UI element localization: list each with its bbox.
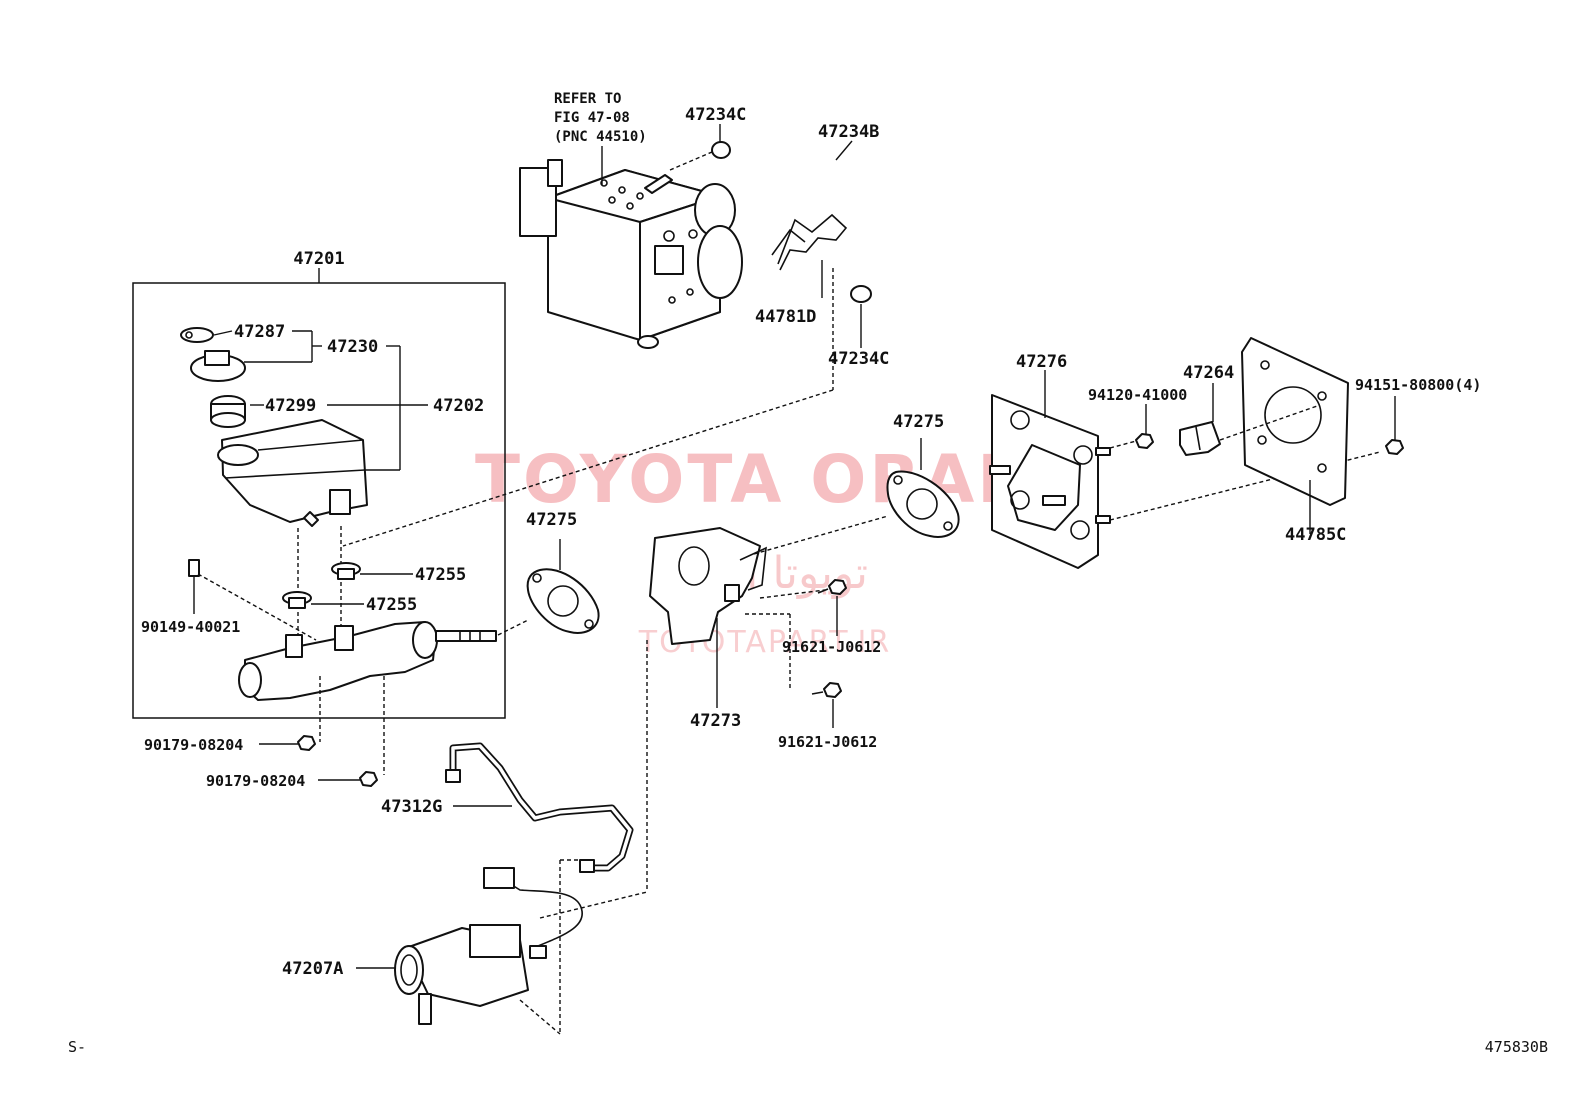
label-47275-left: 47275 xyxy=(526,510,577,530)
label-91621-J0612-b: 91621-J0612 xyxy=(778,733,877,751)
label-47230: 47230 xyxy=(327,337,378,357)
label-47287: 47287 xyxy=(234,322,285,342)
watermark: TOYOTA ORANG تویوتا اورنگ TOYOTAPART.IR xyxy=(475,441,1093,660)
nut-90179-08204-a xyxy=(297,735,316,751)
label-47255-a: 47255 xyxy=(415,565,466,585)
gasket-47275-left xyxy=(526,568,600,634)
label-47276: 47276 xyxy=(1016,352,1067,372)
master-cylinder xyxy=(238,621,497,701)
leader-lines xyxy=(193,124,1396,969)
grommet-47255-upper xyxy=(331,562,361,580)
label-90179-08204-a: 90179-08204 xyxy=(144,736,243,754)
label-47273: 47273 xyxy=(690,711,741,731)
label-47201: 47201 xyxy=(293,249,344,269)
clamp-47234C-bottom xyxy=(850,285,872,303)
reservoir-cap-47230 xyxy=(190,350,246,382)
bracket-47273 xyxy=(649,527,767,645)
bolt-91621-J0612-b xyxy=(811,682,842,698)
label-94151-80800: 94151-80800(4) xyxy=(1355,376,1481,394)
label-44781D: 44781D xyxy=(755,307,816,327)
svg-text:FIG 47-08: FIG 47-08 xyxy=(554,110,630,126)
figure-code: 475830B xyxy=(1485,1038,1548,1056)
label-94120-41000: 94120-41000 xyxy=(1088,386,1187,404)
svg-text:(PNC 44510): (PNC 44510) xyxy=(554,129,647,145)
corner-mark: S- xyxy=(68,1038,86,1056)
spacer-47276 xyxy=(989,394,1111,569)
label-47202: 47202 xyxy=(433,396,484,416)
label-44785C: 44785C xyxy=(1285,525,1346,545)
label-47299: 47299 xyxy=(265,396,316,416)
label-47264: 47264 xyxy=(1183,363,1234,383)
reservoir-47202 xyxy=(217,419,368,527)
nut-90179-08204-b xyxy=(359,771,378,787)
gasket-47275-right xyxy=(886,470,960,538)
pipe-47312G xyxy=(445,742,634,873)
label-47234C-bottom: 47234C xyxy=(828,349,889,369)
label-91621-J0612-a: 91621-J0612 xyxy=(782,638,881,656)
bolt-91621-J0612-a xyxy=(817,579,847,595)
hose-47234B xyxy=(727,132,913,336)
nut-94151-80800 xyxy=(1385,439,1404,455)
label-90179-08204-b: 90179-08204 xyxy=(206,772,305,790)
bracket-44781D xyxy=(771,213,848,271)
part-labels: 47201 47287 47230 47299 47202 47255 4725… xyxy=(141,105,1481,979)
label-47234B: 47234B xyxy=(818,122,879,142)
clip-47264 xyxy=(1179,421,1221,456)
cylinder-47207A xyxy=(394,867,583,1025)
gasket-44785C xyxy=(1241,337,1349,506)
label-47234C-top: 47234C xyxy=(685,105,746,125)
watermark-brand: TOYOTA ORANG xyxy=(475,441,1093,518)
label-47255-b: 47255 xyxy=(366,595,417,615)
clamp-47234C-top xyxy=(669,141,731,171)
cap-ring-47287 xyxy=(180,327,214,343)
grommet-47255-lower xyxy=(282,591,312,609)
label-47312G: 47312G xyxy=(381,797,442,817)
label-47275-right: 47275 xyxy=(893,412,944,432)
svg-text:REFER TO: REFER TO xyxy=(554,91,621,107)
refer-note: REFER TO FIG 47-08 (PNC 44510) xyxy=(554,91,647,185)
abs-actuator xyxy=(519,159,743,349)
label-47207A: 47207A xyxy=(282,959,343,979)
label-90149-40021: 90149-40021 xyxy=(141,618,240,636)
strainer-47299 xyxy=(210,395,246,428)
nut-94120-41000 xyxy=(1135,433,1154,449)
